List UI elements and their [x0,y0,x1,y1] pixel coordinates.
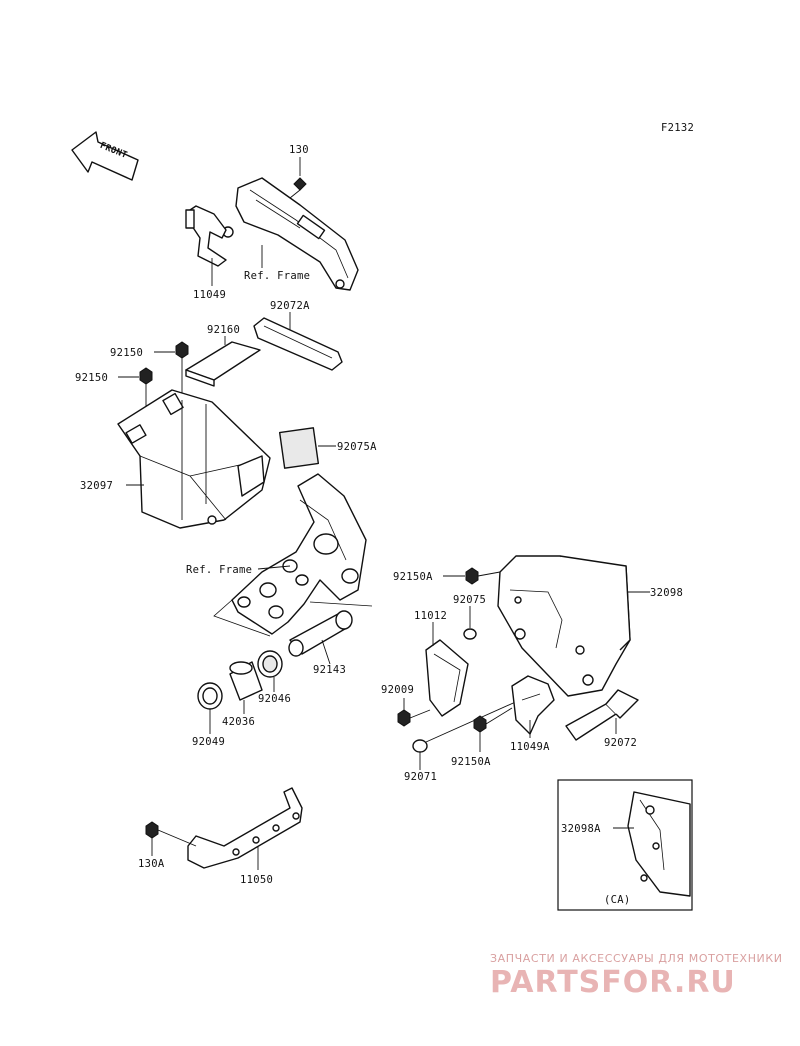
callout-11049A: 11049A [510,741,550,753]
seal-92049 [197,682,223,710]
callout-92150A-bottom: 92150A [451,756,491,768]
watermark-line1: ЗАПЧАСТИ И АКСЕССУАРЫ ДЛЯ МОТОТЕХНИКИ [490,952,783,965]
callout-92075: 92075 [453,594,486,606]
washer-92071 [412,739,428,753]
callout-130A: 130A [138,858,165,870]
callout-ref-frame-top: Ref. Frame [244,270,310,282]
callout-32098A: 32098A [561,823,601,835]
callout-92160: 92160 [207,324,240,336]
cover-32098 [497,555,631,697]
bolt-130 [289,177,307,199]
callout-92150-b: 92150 [75,372,108,384]
callout-92143: 92143 [313,664,346,676]
bracket-11049 [185,205,227,267]
inset-caption: (CA) [604,894,631,906]
callout-11050: 11050 [240,874,273,886]
frame-bracket-top [222,177,359,291]
strap-92072 [565,689,639,741]
callout-32098: 32098 [650,587,683,599]
bolt-92150A-top [465,567,501,585]
callout-92072: 92072 [604,737,637,749]
frame-swingarm [213,473,373,637]
bracket-11050 [187,787,303,869]
pad-92075A [278,427,320,469]
bolt-130A [145,821,197,847]
front-arrow: FRONT [71,131,139,181]
callout-92150-a: 92150 [110,347,143,359]
callout-92072A: 92072A [270,300,310,312]
callout-32097: 32097 [80,480,113,492]
callout-92150A-top: 92150A [393,571,433,583]
callout-11049: 11049 [193,289,226,301]
callout-42036: 42036 [222,716,255,728]
washer-92075 [463,628,477,640]
bracket-11049A [511,675,555,735]
callout-92049: 92049 [192,736,225,748]
callout-92075A: 92075A [337,441,377,453]
screw-92009 [397,709,431,727]
strap-92072A [253,317,343,371]
callout-ref-frame-mid: Ref. Frame [186,564,252,576]
callout-92071: 92071 [404,771,437,783]
bolt-92150-a [175,341,189,410]
watermark-line2: PARTSFOR.RU [490,965,736,1000]
plate-11012 [425,639,469,717]
diagram-code: F2132 [661,122,694,134]
bearing-92046 [257,650,283,678]
battery-case-32097 [117,389,271,529]
pad-92160 [185,341,261,387]
callout-130: 130 [289,144,309,156]
callout-11012: 11012 [414,610,447,622]
inset-ca: 32098A (CA) [557,779,693,911]
callout-92046: 92046 [258,693,291,705]
watermark: ЗАПЧАСТИ И АКСЕССУАРЫ ДЛЯ МОТОТЕХНИКИ PA… [490,952,783,1000]
callout-92009: 92009 [381,684,414,696]
bolt-92150A-bottom [473,707,513,733]
collar-92143 [288,610,353,657]
sleeve-42036 [229,661,263,701]
